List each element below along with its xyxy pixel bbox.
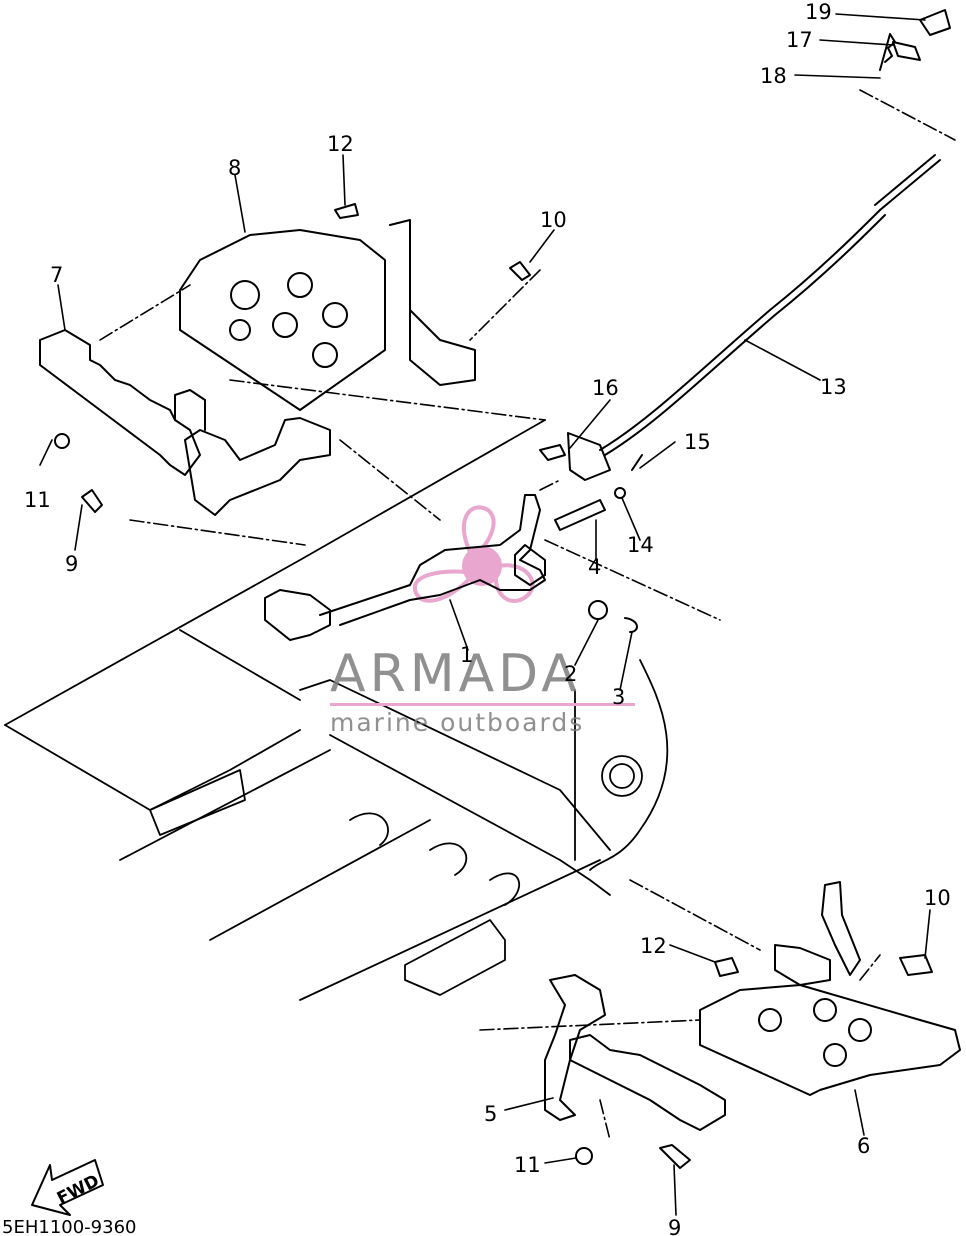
callout-10: 10: [540, 208, 567, 232]
callout-15: 15: [684, 430, 711, 454]
callout-11b: 11: [514, 1153, 541, 1177]
footrest-right: [544, 974, 726, 1131]
callout-14: 14: [627, 533, 654, 557]
small-parts: [54, 9, 951, 1169]
brake-cable: [567, 154, 941, 481]
callout-7: 7: [50, 263, 64, 287]
watermark-divider: [330, 703, 635, 706]
callout-3: 3: [612, 685, 626, 709]
footrest-bracket-right: [699, 881, 961, 1096]
watermark-logo: [412, 505, 535, 603]
callout-4: 4: [588, 555, 602, 579]
callout-6: 6: [857, 1134, 871, 1158]
callout-13: 13: [820, 375, 847, 399]
footrest-left: [39, 329, 331, 516]
part-code: 5EH1100-9360: [2, 1217, 137, 1236]
frame-outline: [4, 419, 669, 1001]
fwd-arrow: [31, 1159, 104, 1216]
callout-12: 12: [327, 132, 354, 156]
leader-lines: [39, 13, 931, 1216]
callout-9b: 9: [668, 1216, 682, 1236]
callout-17: 17: [786, 28, 813, 52]
callout-10b: 10: [924, 886, 951, 910]
callout-5: 5: [484, 1102, 498, 1126]
guide-lines: [99, 89, 956, 1141]
callout-11: 11: [24, 488, 51, 512]
callout-12b: 12: [640, 934, 667, 958]
callout-19: 19: [805, 0, 832, 24]
callout-16: 16: [592, 376, 619, 400]
watermark-tagline: marine outboards: [330, 708, 585, 737]
callout-18: 18: [760, 64, 787, 88]
footrest-bracket-left: [179, 219, 476, 411]
callout-2: 2: [564, 662, 578, 686]
callout-8: 8: [228, 156, 242, 180]
callout-1: 1: [460, 643, 474, 667]
watermark-brand: ARMADA: [330, 644, 581, 704]
callout-9: 9: [65, 552, 79, 576]
brake-pedal: [264, 494, 546, 641]
